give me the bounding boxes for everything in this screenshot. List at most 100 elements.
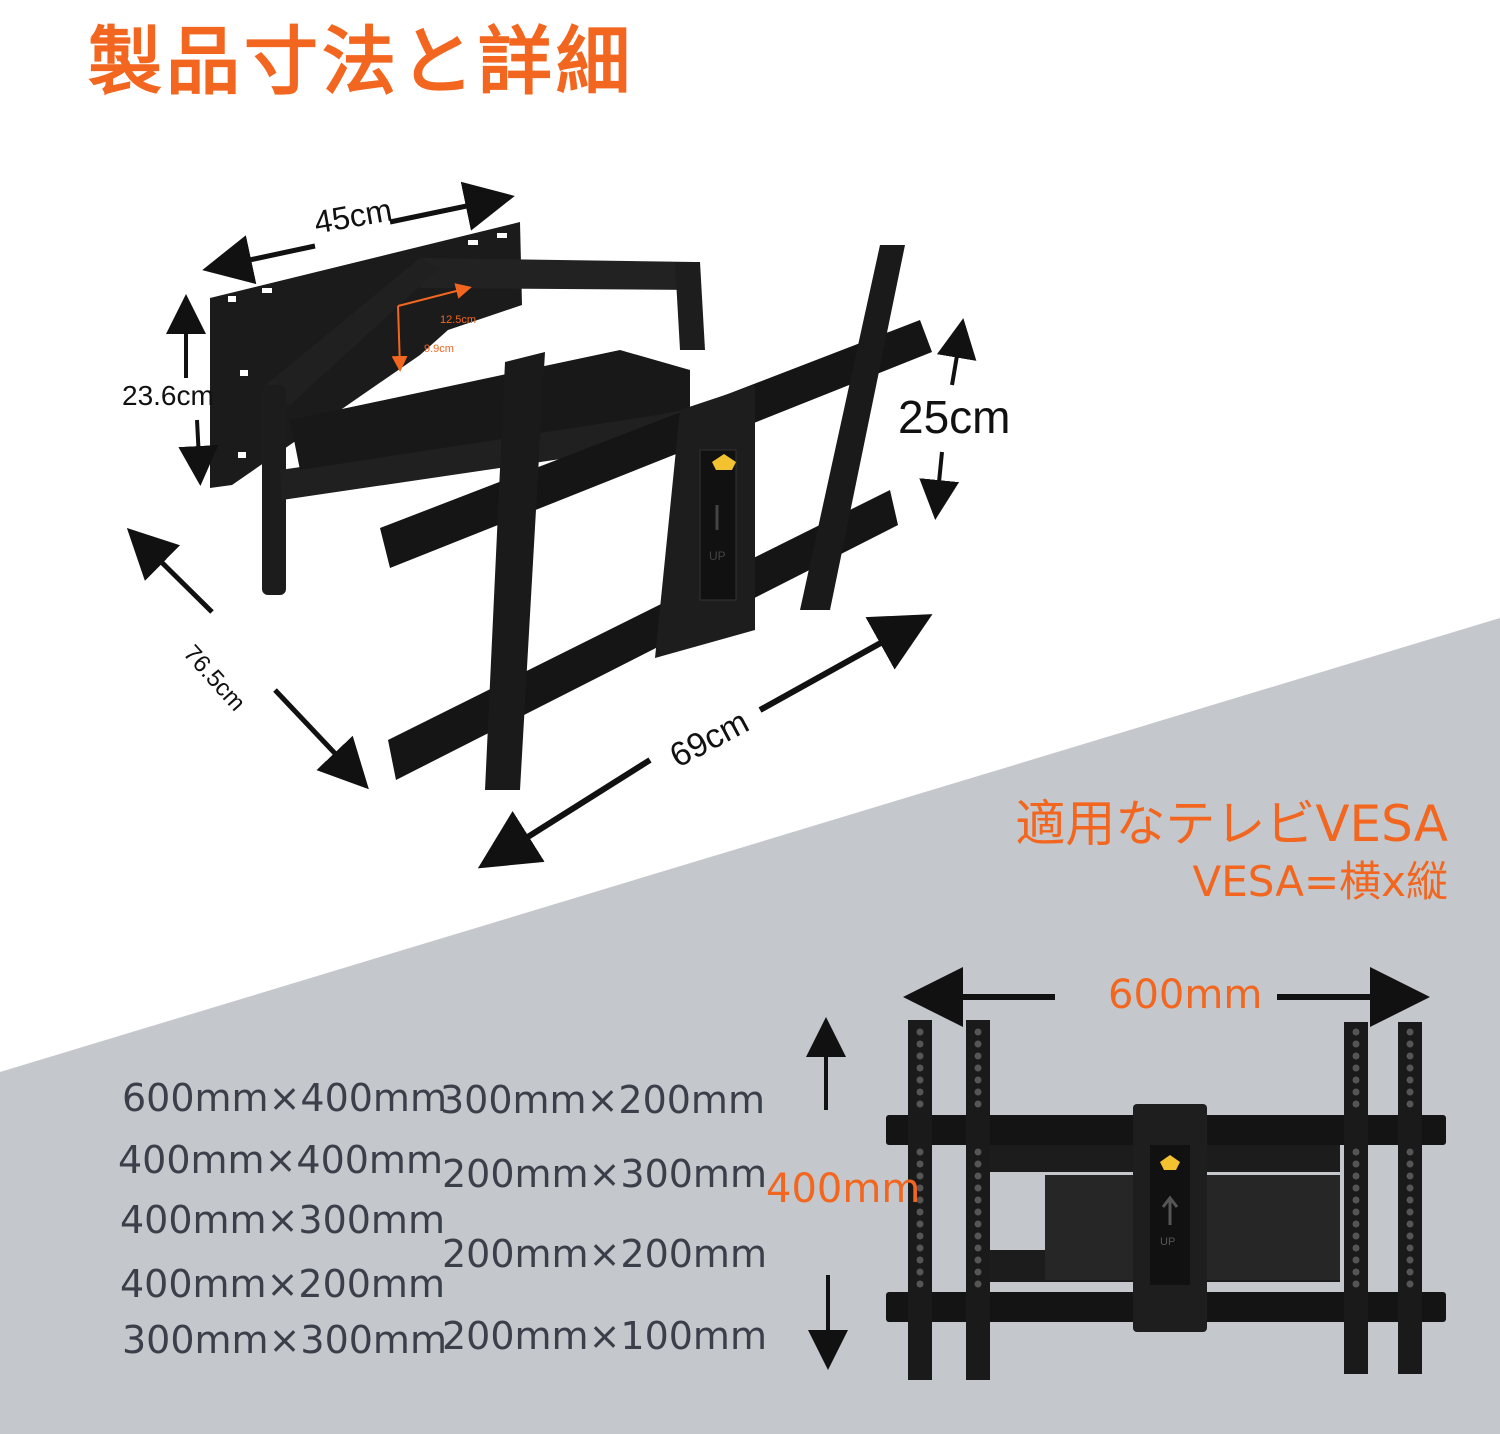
mount-hole — [1352, 1256, 1360, 1264]
mount-hole — [916, 1040, 924, 1048]
mount-hole — [1406, 1076, 1414, 1084]
mount-hole — [1352, 1028, 1360, 1036]
mount-hole — [974, 1148, 982, 1156]
mount-hole — [974, 1232, 982, 1240]
mount-hole — [1352, 1052, 1360, 1060]
vesa-formula: VESA=横x縦 — [1192, 857, 1449, 906]
mount-hole — [1352, 1172, 1360, 1180]
mount-hole — [1406, 1052, 1414, 1060]
mount-hole — [1352, 1040, 1360, 1048]
mount-hole — [1352, 1244, 1360, 1252]
mount-hole — [916, 1280, 924, 1288]
mount-hole — [1352, 1280, 1360, 1288]
mount-hole — [974, 1076, 982, 1084]
mount-hole — [974, 1280, 982, 1288]
mount-hole — [916, 1028, 924, 1036]
dimension-hole-h: 12.5cm — [440, 314, 477, 326]
mount-hole — [974, 1244, 982, 1252]
mount-hole — [1352, 1148, 1360, 1156]
mount-hole — [916, 1196, 924, 1204]
svg-text:UP: UP — [709, 549, 726, 563]
mount-hole — [1406, 1088, 1414, 1096]
dimension-height-left: 23.6cm — [122, 380, 214, 411]
mount-hole — [974, 1064, 982, 1072]
mount-hole — [974, 1268, 982, 1276]
mount-hole — [916, 1088, 924, 1096]
upper-arm — [262, 258, 705, 595]
dimension-hole-v: 9.9cm — [424, 343, 454, 355]
wall-plate — [210, 222, 522, 488]
arrow-icon — [126, 527, 214, 614]
vesa-size-item: 300mm×300mm — [122, 1318, 447, 1362]
vesa-size-item: 200mm×200mm — [442, 1232, 767, 1276]
mount-hole — [1406, 1196, 1414, 1204]
arrow-icon — [389, 181, 515, 231]
mount-hole — [974, 1220, 982, 1228]
left-tv-bracket — [485, 352, 545, 790]
vesa-size-item: 200mm×300mm — [442, 1152, 767, 1196]
vesa-size-item: 400mm×400mm — [118, 1138, 443, 1182]
mount-hole — [1406, 1268, 1414, 1276]
mount-hole — [916, 1208, 924, 1216]
mount-hole — [974, 1088, 982, 1096]
mount-hole — [916, 1268, 924, 1276]
arrow-icon — [397, 283, 472, 307]
mount-hole — [1352, 1196, 1360, 1204]
dimension-height-right: 25cm — [898, 391, 1011, 443]
mount-hole — [1352, 1184, 1360, 1192]
mount-hole — [1352, 1160, 1360, 1168]
page-title: 製品寸法と詳細 — [88, 19, 634, 105]
mount-hole — [1406, 1256, 1414, 1264]
mount-hole — [974, 1160, 982, 1168]
mount-hole — [916, 1220, 924, 1228]
mount-hole — [916, 1256, 924, 1264]
brand-logo-icon — [1160, 1155, 1180, 1170]
mount-hole — [974, 1208, 982, 1216]
mount-hole — [916, 1244, 924, 1252]
mount-hole — [1406, 1148, 1414, 1156]
right-tv-bracket — [800, 245, 905, 610]
mount-hole — [1406, 1040, 1414, 1048]
mount-hole — [916, 1100, 924, 1108]
mount-hole — [1406, 1160, 1414, 1168]
mount-hole — [916, 1076, 924, 1084]
vesa-height-label: 400mm — [766, 1166, 921, 1212]
mount-hole — [1406, 1232, 1414, 1240]
mount-hole — [1352, 1100, 1360, 1108]
vesa-heading: 適用なテレビVESA — [1015, 795, 1448, 853]
mount-hole — [916, 1148, 924, 1156]
mount-hole — [916, 1172, 924, 1180]
vesa-size-item: 600mm×400mm — [122, 1076, 447, 1120]
mount-hole — [974, 1184, 982, 1192]
mount-hole — [974, 1196, 982, 1204]
svg-text:UP: UP — [1160, 1236, 1175, 1248]
mount-hole — [1406, 1208, 1414, 1216]
arrow-icon — [178, 419, 219, 486]
arrow-icon — [758, 614, 933, 713]
mount-hole — [1406, 1184, 1414, 1192]
brand-logo-icon — [712, 454, 736, 470]
mount-hole — [1406, 1280, 1414, 1288]
mount-hole — [974, 1100, 982, 1108]
arrow-icon — [273, 688, 369, 790]
mount-hole — [1352, 1220, 1360, 1228]
vesa-size-item: 400mm×200mm — [120, 1262, 445, 1306]
arrow-icon — [202, 235, 316, 285]
mount-hole — [1352, 1232, 1360, 1240]
mount-hole — [1406, 1028, 1414, 1036]
mount-hole — [1406, 1220, 1414, 1228]
arrow-icon — [919, 451, 960, 520]
mount-hole — [1406, 1244, 1414, 1252]
vesa-width-label: 600mm — [1108, 972, 1263, 1018]
mount-hole — [1406, 1064, 1414, 1072]
mount-hole — [1406, 1172, 1414, 1180]
vesa-size-item: 400mm×300mm — [120, 1198, 445, 1242]
mount-hole — [1352, 1208, 1360, 1216]
center-plate: UP — [655, 385, 755, 658]
mount-hole — [974, 1172, 982, 1180]
mount-hole — [1352, 1076, 1360, 1084]
mount-hole — [916, 1184, 924, 1192]
mount-hole — [974, 1040, 982, 1048]
